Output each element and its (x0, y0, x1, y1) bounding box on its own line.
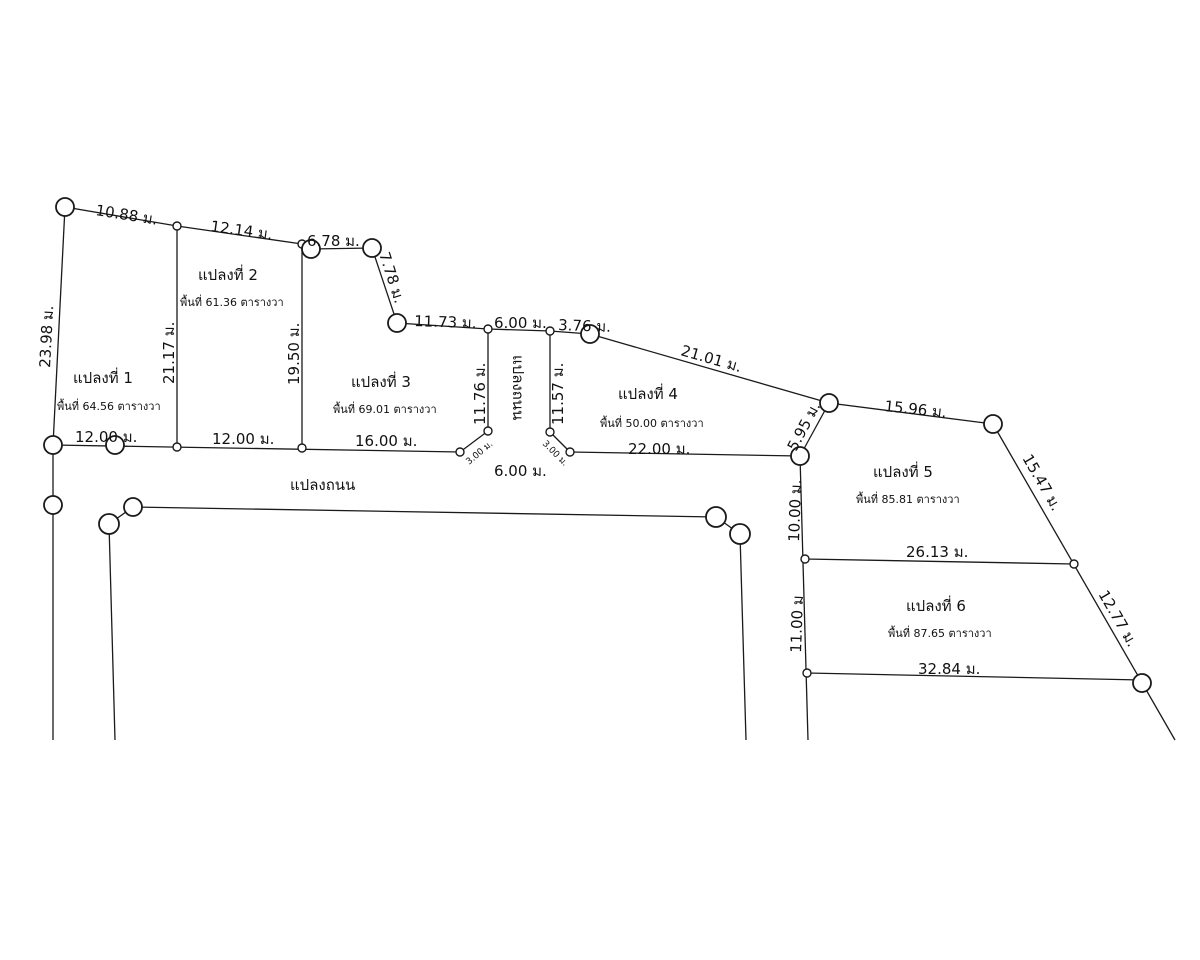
dim-label: 6.00 ม. (494, 314, 547, 332)
dim-label: 16.00 ม. (355, 432, 417, 450)
boundary-marker (800, 554, 810, 564)
dim-label: 12.00 ม. (75, 428, 137, 446)
chamfer-right-line (549, 431, 571, 453)
dim-label: 26.13 ม. (906, 543, 968, 561)
main-road-label: แปลงถนน (290, 476, 355, 494)
parcel-6-area: พื้นที่ 87.65 ตารางวา (888, 625, 992, 640)
boundary-marker (565, 447, 575, 457)
dim-label: 12.00 ม. (212, 430, 274, 448)
boundary-marker (819, 393, 839, 413)
parcel-6-label: แปลงที่ 6 (906, 595, 966, 615)
boundary-marker (387, 313, 407, 333)
dim-label: 22.00 ม. (628, 440, 690, 458)
dim-label: 10.00 ม. (785, 479, 805, 542)
dim-label: 3.76 ม. (558, 316, 611, 336)
lower-block-right-line (739, 533, 747, 741)
boundary-marker (1132, 673, 1152, 693)
boundary-marker (802, 668, 812, 678)
dim-label: 11.76 ม. (471, 363, 489, 425)
dim-label: 6.78 ม. (307, 232, 360, 250)
dim-label: 5.95 ม. (784, 399, 825, 454)
boundary-marker (1069, 559, 1079, 569)
boundary-marker (43, 435, 63, 455)
vertical-road-label: แปลงถนน (509, 355, 527, 420)
boundary-marker (172, 221, 182, 231)
dim-label: 7.78 ม. (375, 250, 408, 306)
boundary-lines (52, 206, 1176, 741)
dim-label: 11.57 ม. (549, 363, 567, 425)
boundary-marker (455, 447, 465, 457)
divider-5-6-line (804, 558, 1075, 565)
boundary-marker (705, 506, 727, 528)
plot-5-left-top-line (799, 402, 830, 457)
dim-label: 23.98 ม. (36, 305, 57, 368)
parcel-2-area: พื้นที่ 61.36 ตารางวา (180, 294, 284, 309)
parcel-4-label: แปลงที่ 4 (618, 383, 678, 403)
parcel-labels: แปลงที่ 1 พื้นที่ 64.56 ตารางวา แปลงที่ … (57, 264, 992, 640)
chamfer-left-line (459, 430, 489, 453)
boundary-marker (98, 513, 120, 535)
parcel-4-area: พื้นที่ 50.00 ตารางวา (600, 415, 704, 430)
boundary-marker (55, 197, 75, 217)
boundary-marker (172, 442, 182, 452)
parcel-5-label: แปลงที่ 5 (873, 461, 933, 481)
boundary-marker (123, 497, 143, 517)
boundary-marker (105, 435, 125, 455)
boundary-marker (362, 238, 382, 258)
boundary-marker (297, 443, 307, 453)
boundary-marker (545, 326, 555, 336)
dim-label: 3.00 ม. (465, 439, 496, 467)
boundary-marker (301, 239, 321, 259)
parcel-3-area: พื้นที่ 69.01 ตารางวา (333, 401, 437, 416)
dim-label: 11.00 ม (787, 595, 807, 653)
plot-4-bottom-line (569, 451, 801, 457)
right-boundary-line (992, 423, 1176, 741)
parcel-3-label: แปลงที่ 3 (351, 371, 411, 391)
parcel-2-label: แปลงที่ 2 (198, 264, 258, 284)
dim-label: 10.88 ม. (94, 201, 158, 229)
lower-block-left-line (108, 523, 116, 741)
parcel-1-label: แปลงที่ 1 (73, 367, 133, 387)
dim-label: 21.01 ม. (679, 342, 744, 376)
boundary-marker (790, 446, 810, 466)
dim-label: 21.17 ม. (160, 322, 178, 384)
boundary-marker (983, 414, 1003, 434)
boundary-markers (43, 197, 1152, 693)
boundary-marker (729, 523, 751, 545)
boundary-marker (545, 427, 555, 437)
plot-6-bottom-line (806, 672, 1143, 681)
left-boundary-line (52, 206, 66, 446)
boundary-marker (483, 426, 493, 436)
dim-label: 11.73 ม. (414, 312, 477, 332)
plot-5-6-left-line (799, 455, 809, 741)
lower-block-top-line (132, 506, 717, 518)
dim-label: 6.00 ม. (494, 462, 547, 480)
road-labels: แปลงถนน แปลงถนน (290, 355, 527, 494)
parcel-1-area: พื้นที่ 64.56 ตารางวา (57, 398, 161, 413)
dim-label: 15.96 ม. (884, 397, 948, 421)
boundary-marker (483, 324, 493, 334)
parcel-5-area: พื้นที่ 85.81 ตารางวา (856, 491, 960, 506)
dim-label: 12.14 ม. (209, 217, 273, 244)
boundary-marker (580, 324, 600, 344)
dim-label: 32.84 ม. (918, 660, 980, 678)
dim-label: 15.47 ม. (1019, 451, 1066, 514)
dim-label: 19.50 ม. (285, 323, 303, 385)
boundary-marker (43, 495, 63, 515)
